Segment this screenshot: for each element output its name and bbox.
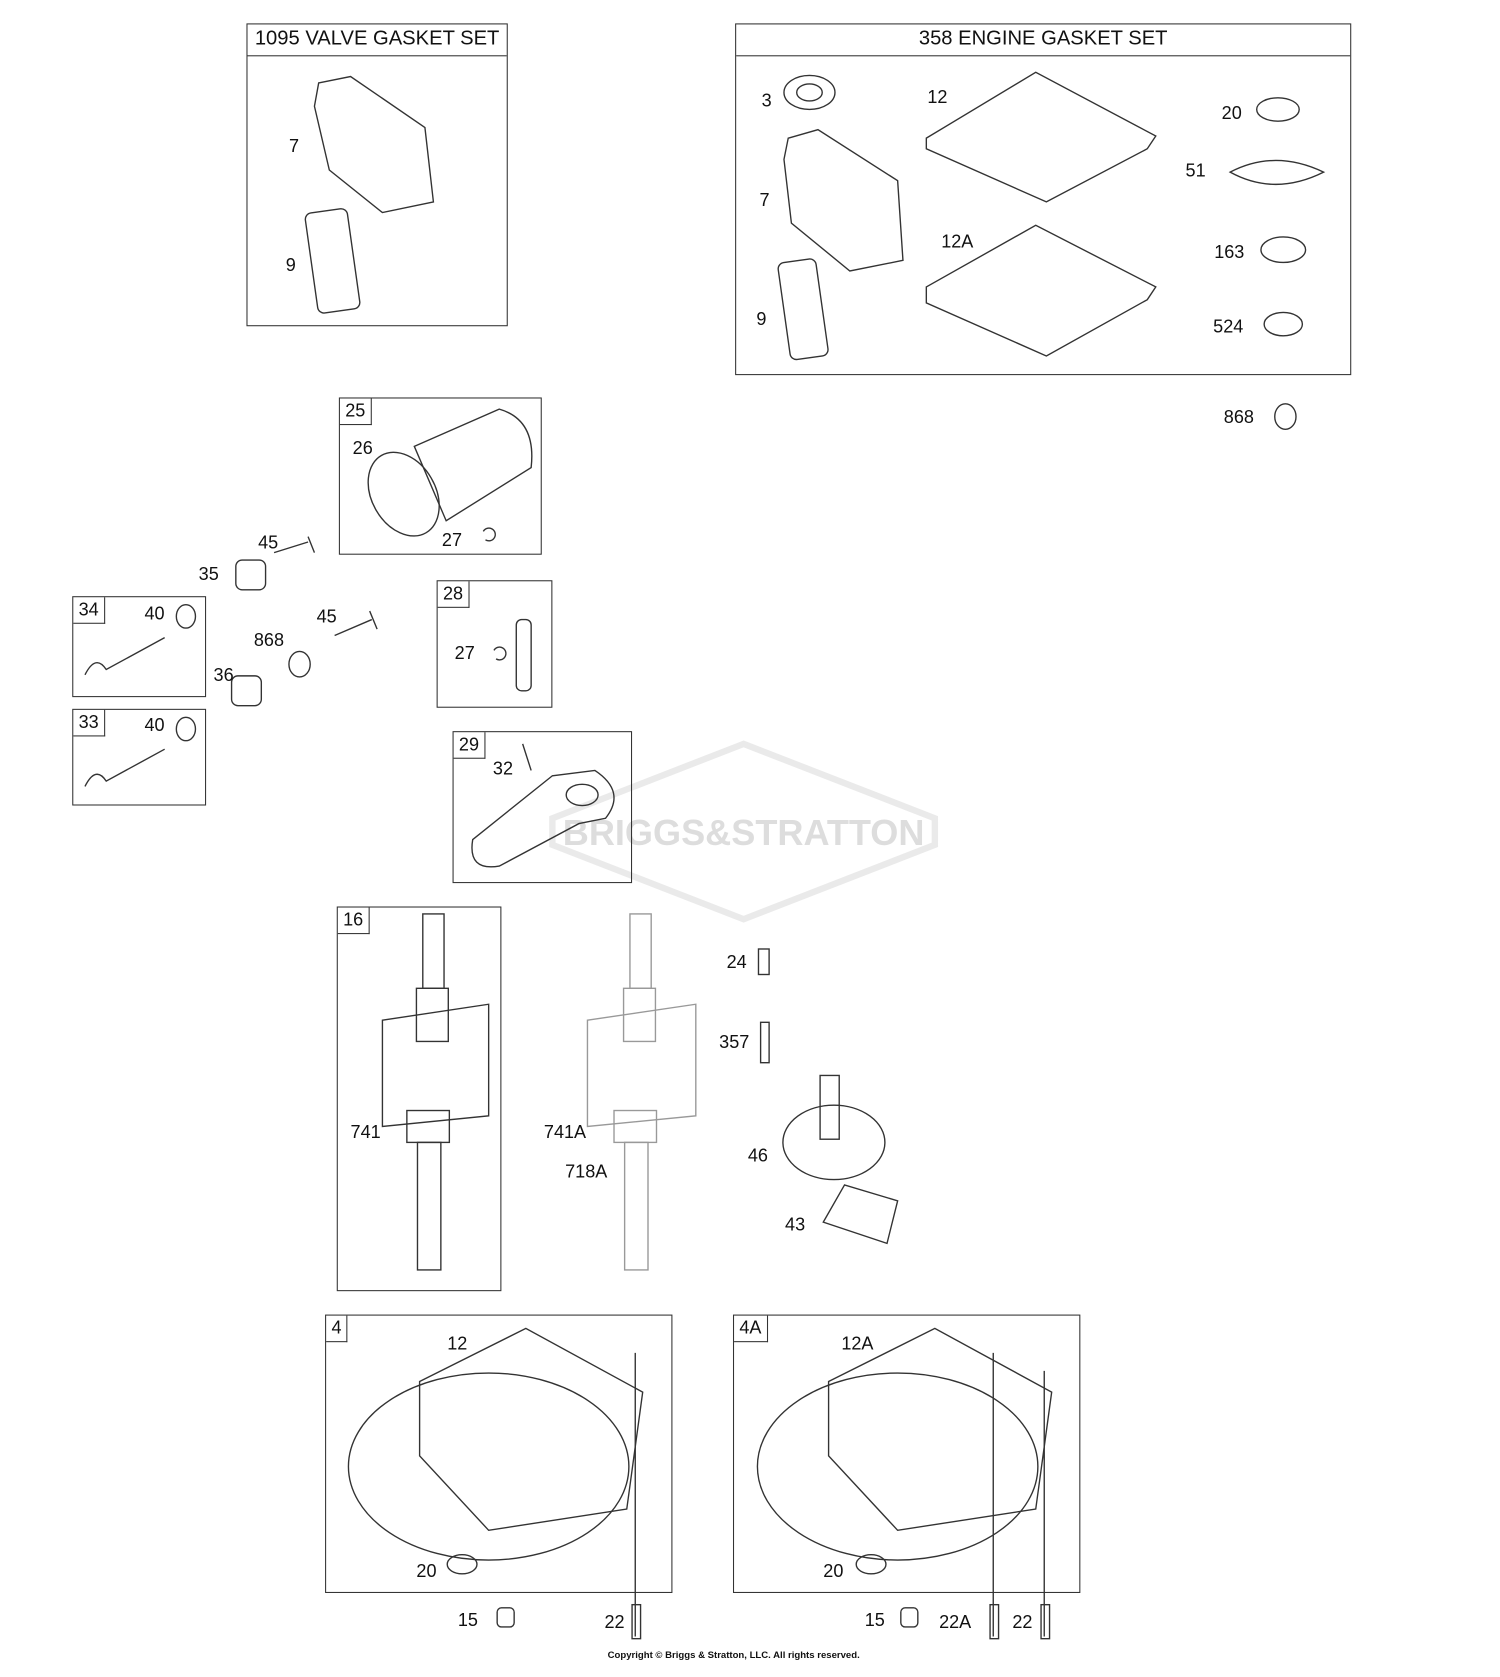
tag-34: 34	[73, 597, 106, 624]
o-ring-icon	[1263, 311, 1304, 337]
crankshaft-box: 16	[336, 906, 502, 1292]
valve-gasket-set-title: 1095 VALVE GASKET SET	[247, 24, 507, 57]
callout: 7	[759, 190, 770, 211]
copyright: Copyright © Briggs & Stratton, LLC. All …	[607, 1649, 860, 1660]
piston-pin-icon	[515, 618, 532, 692]
callout: 27	[441, 530, 463, 551]
valve-spring-icon	[235, 559, 267, 591]
key-icon	[759, 1021, 770, 1064]
piston-icon	[413, 408, 533, 522]
plug-icon	[900, 1607, 919, 1628]
valve-gasket-set-box: 1095 VALVE GASKET SET	[246, 23, 508, 327]
bolt-icon	[989, 1603, 1000, 1640]
callout: 357	[719, 1031, 750, 1053]
callout: 12	[927, 87, 948, 108]
callout: 26	[352, 437, 373, 459]
intake-valve-box: 33	[72, 708, 207, 806]
tag-28: 28	[437, 581, 470, 608]
callout: 22	[604, 1612, 625, 1633]
governor-icon	[822, 1184, 899, 1245]
callout: 15	[457, 1609, 478, 1631]
callout: 12	[447, 1333, 468, 1354]
tag-29: 29	[453, 732, 486, 759]
crankshaft-alt-icon	[586, 913, 697, 1271]
piston-pin-box: 28	[436, 580, 553, 708]
crankcase-cover-4a-icon	[756, 1327, 1053, 1575]
head-gasket-icon	[783, 128, 904, 272]
callout: 12A	[841, 1333, 874, 1354]
connecting-rod-icon	[471, 769, 615, 868]
o-ring-icon	[1260, 236, 1307, 264]
callout: 32	[492, 758, 514, 779]
valve-tappet-icon	[273, 536, 316, 554]
callout: 7	[288, 136, 300, 157]
callout: 12A	[941, 231, 974, 252]
callout: 741A	[543, 1122, 587, 1143]
callout: 524	[1213, 316, 1244, 337]
callout: 163	[1214, 242, 1245, 263]
tag-16: 16	[337, 907, 370, 935]
callout: 9	[756, 309, 767, 330]
engine-gasket-set-title: 358 ENGINE GASKET SET	[736, 24, 1351, 57]
callout: 46	[747, 1145, 768, 1166]
seal-icon	[1256, 97, 1300, 122]
intake-gasket-icon	[304, 208, 361, 314]
callout: 36	[213, 665, 234, 686]
exhaust-valve-box: 34	[72, 596, 207, 698]
callout: 3	[761, 90, 772, 111]
callout: 868	[1223, 407, 1254, 428]
camshaft-gear-icon	[782, 1104, 886, 1181]
callout: 20	[416, 1561, 437, 1582]
crankcase-cover-4a-box: 4A	[732, 1314, 1081, 1593]
callout: 35	[198, 564, 219, 585]
callout: 45	[258, 532, 279, 553]
valve-spring-icon	[230, 675, 263, 707]
callout: 15	[864, 1609, 885, 1631]
tag-33: 33	[73, 709, 106, 737]
callout: 22A	[939, 1612, 972, 1633]
callout: 27	[454, 642, 475, 664]
retainer-icon	[482, 527, 496, 542]
callout: 20	[823, 1561, 844, 1582]
bolt-icon	[631, 1603, 642, 1640]
bolt-icon	[1040, 1603, 1051, 1640]
valve-seal-icon	[1274, 403, 1297, 431]
callout: 45	[316, 606, 337, 627]
crankcase-gasket-icon	[925, 71, 1157, 203]
callout: 9	[285, 255, 296, 276]
callout: 868	[253, 630, 285, 651]
head-gasket-icon	[313, 75, 435, 214]
crankshaft-icon	[381, 913, 490, 1271]
piston-rings-icon	[367, 451, 440, 537]
callout: 20	[1221, 103, 1242, 124]
tag-4a: 4A	[734, 1315, 768, 1343]
connecting-rod-box: 29	[452, 731, 633, 884]
crankcase-gasket-12a-icon	[925, 224, 1157, 357]
crankcase-cover-box: 4	[325, 1314, 673, 1593]
callout: 718A	[565, 1161, 608, 1182]
callout: 22	[1012, 1612, 1033, 1633]
callout: 40	[144, 715, 165, 736]
tag-25: 25	[339, 398, 372, 426]
exhaust-valve-icon	[84, 637, 165, 676]
gasket-51-icon	[1228, 159, 1326, 185]
tag-4: 4	[326, 1315, 348, 1343]
plug-icon	[496, 1607, 515, 1628]
crankcase-cover-icon	[347, 1327, 644, 1575]
intake-valve-icon	[84, 748, 165, 787]
callout: 24	[726, 952, 747, 973]
callout: 43	[785, 1214, 806, 1235]
engine-gasket-set-box: 358 ENGINE GASKET SET	[735, 23, 1352, 376]
key-icon	[757, 948, 770, 976]
oil-seal-icon	[783, 74, 836, 111]
callout: 40	[144, 603, 165, 624]
watermark-text: BRIGGS&STRATTON	[563, 812, 925, 853]
watermark-logo	[549, 740, 939, 923]
piston-box: 25	[338, 397, 542, 555]
callout: 51	[1185, 160, 1206, 181]
callout: 741	[350, 1122, 381, 1143]
